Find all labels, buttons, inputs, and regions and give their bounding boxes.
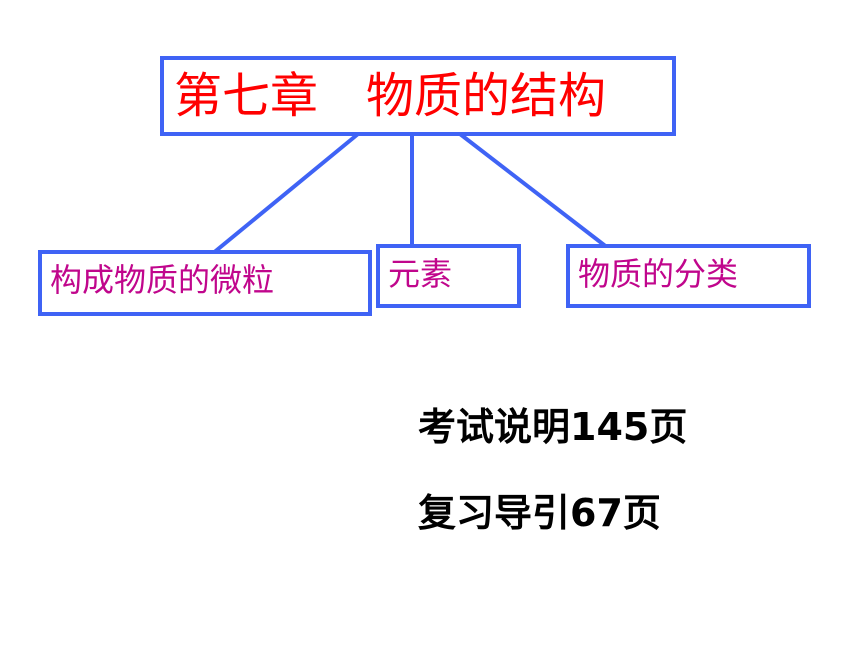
node-particles-box: 构成物质的微粒 [38,250,372,316]
node-classification-box: 物质的分类 [566,244,811,308]
review-guide-note: 复习导引67页 [418,491,661,535]
connector-to-classification [458,132,610,250]
connector-to-particles [210,132,360,256]
exam-guide-note: 考试说明145页 [418,405,688,449]
chapter-title-box: 第七章 物质的结构 [160,56,676,136]
node-elements-box: 元素 [376,244,521,308]
node-elements-label: 元素 [388,255,453,293]
node-particles-label: 构成物质的微粒 [50,261,275,299]
chapter-title: 第七章 物质的结构 [174,68,607,124]
node-classification-label: 物质的分类 [578,255,739,293]
